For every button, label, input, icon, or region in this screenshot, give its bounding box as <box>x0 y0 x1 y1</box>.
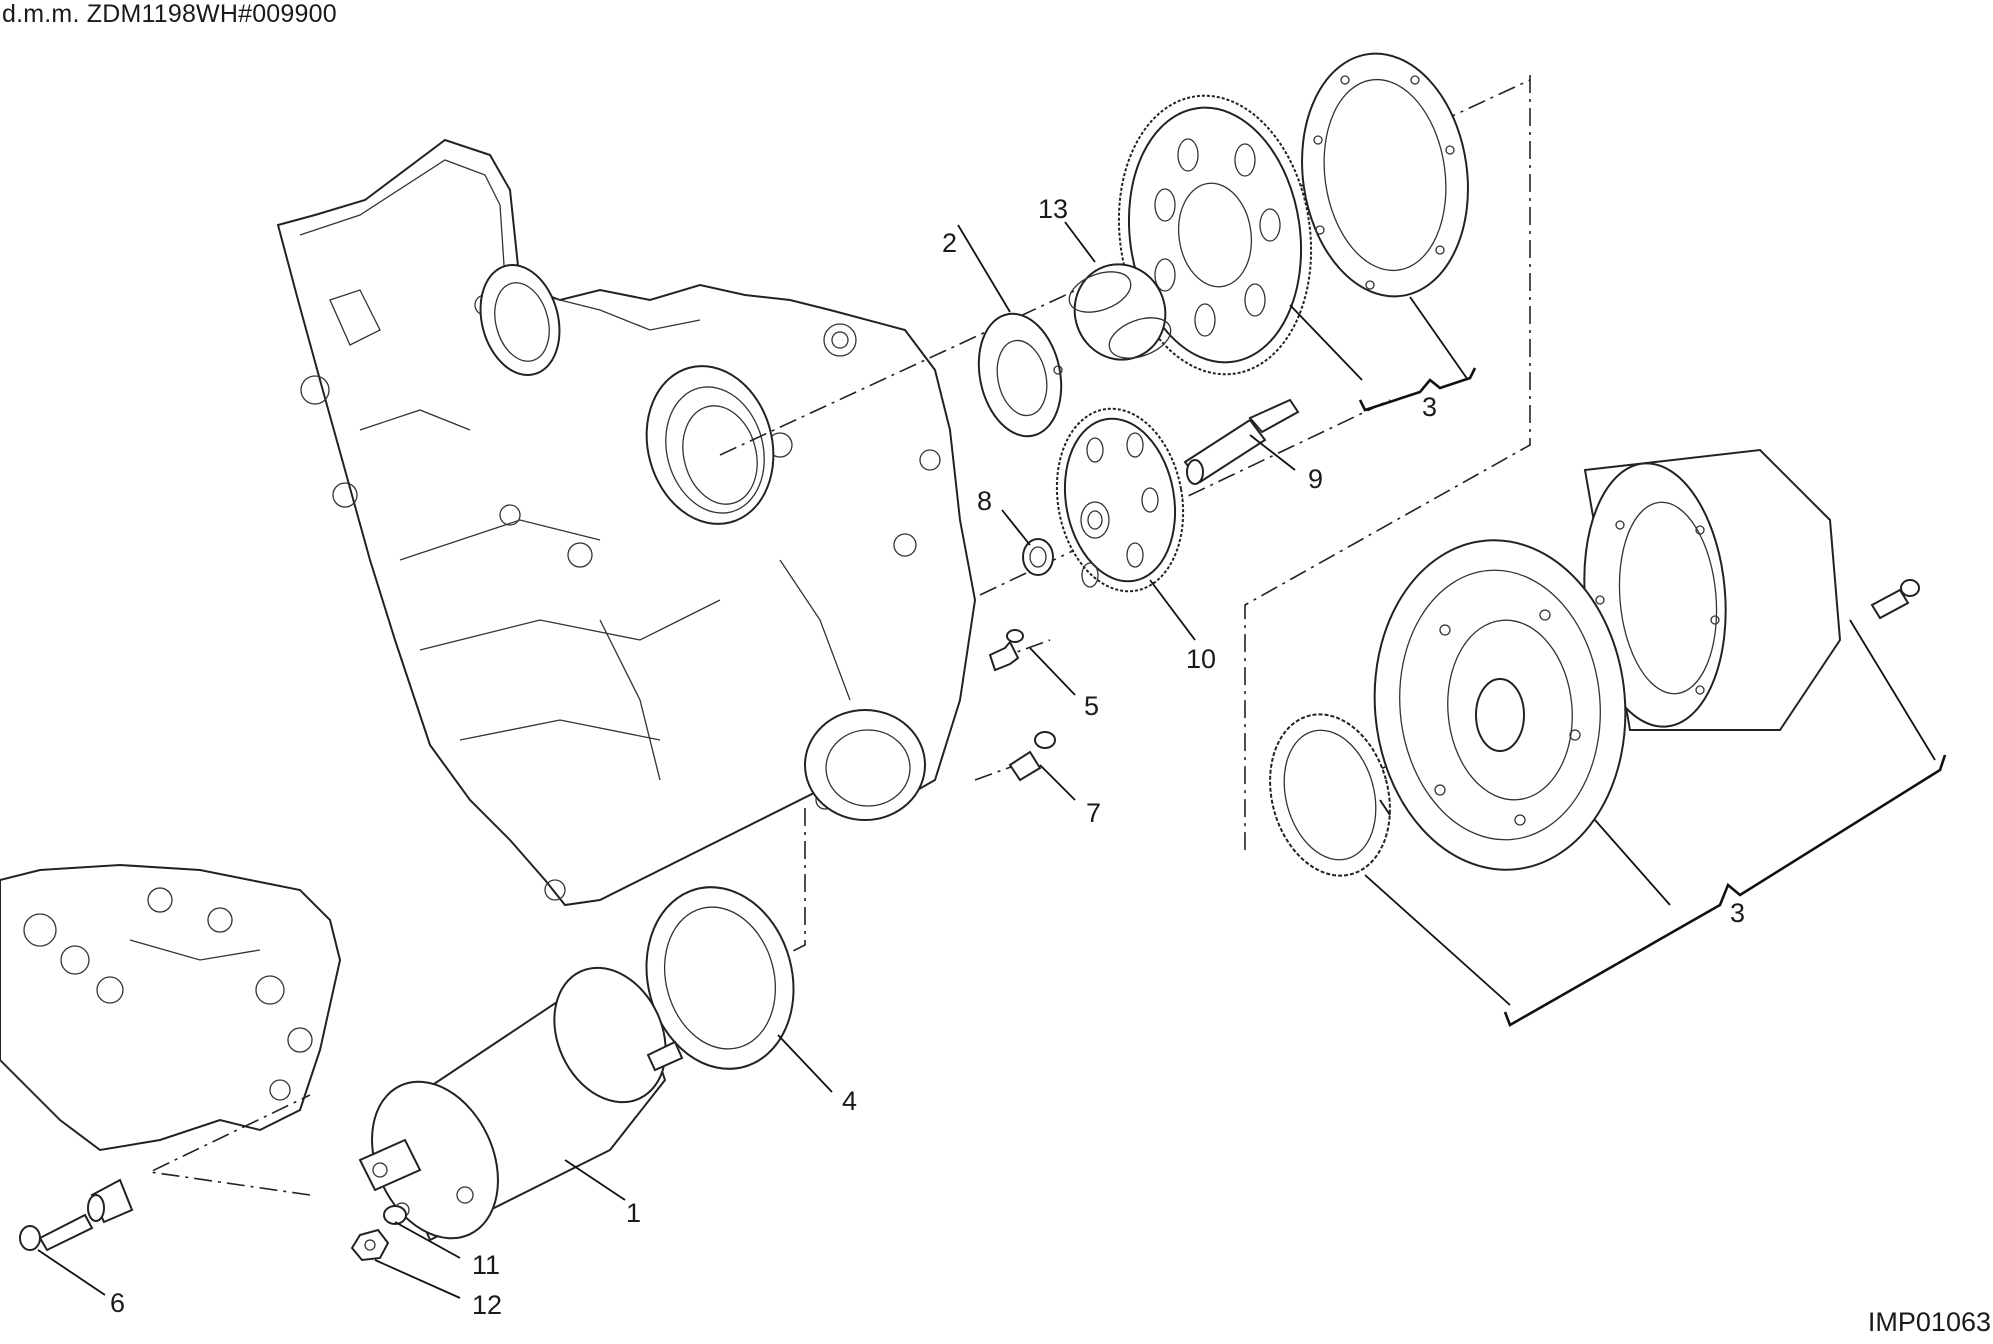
starter-gasket <box>645 886 795 1070</box>
lower-case-fragment <box>0 863 342 1152</box>
flywheel <box>1373 539 1627 871</box>
starter-ring-gear <box>1117 94 1313 376</box>
idler-shaft <box>1183 398 1300 485</box>
bolt-6 <box>19 1178 134 1252</box>
drawing-header-code: d.m.m. ZDM1198WH#009900 <box>2 0 337 28</box>
engine-crankcase <box>276 138 977 907</box>
bolt-flywheel <box>1870 579 1920 620</box>
bolt-5 <box>988 629 1024 672</box>
freewheel-sprag <box>1269 713 1391 877</box>
callout-3-bottom: 3 <box>1730 898 1745 928</box>
callout-8: 8 <box>977 486 992 516</box>
leader-lines <box>37 221 1936 1299</box>
callouts: 1 2 3 3 4 5 6 7 8 9 10 11 12 13 <box>110 194 1745 1320</box>
washer <box>1022 538 1054 576</box>
callout-12: 12 <box>472 1290 502 1320</box>
nut-12 <box>350 1228 390 1262</box>
idler-gear <box>1055 407 1185 593</box>
callout-5: 5 <box>1084 691 1099 721</box>
callout-3-top: 3 <box>1422 392 1437 422</box>
part-3-brackets <box>1358 367 1947 1027</box>
callout-4: 4 <box>842 1086 857 1116</box>
callout-11: 11 <box>472 1250 500 1280</box>
callout-6: 6 <box>110 1288 125 1318</box>
callout-10: 10 <box>1186 644 1216 674</box>
bolt-7 <box>1008 731 1056 782</box>
callout-1: 1 <box>626 1198 641 1228</box>
ring-gear-gasket <box>1301 52 1469 298</box>
drawing-id: IMP01063 <box>1867 1307 1991 1337</box>
starter-motor <box>358 966 684 1242</box>
callout-9: 9 <box>1308 464 1323 494</box>
seal-ring <box>977 312 1063 438</box>
callout-2: 2 <box>942 228 957 258</box>
bushing <box>1068 263 1172 361</box>
washer-11 <box>383 1205 407 1225</box>
callout-7: 7 <box>1086 798 1101 828</box>
callout-13: 13 <box>1038 194 1068 224</box>
